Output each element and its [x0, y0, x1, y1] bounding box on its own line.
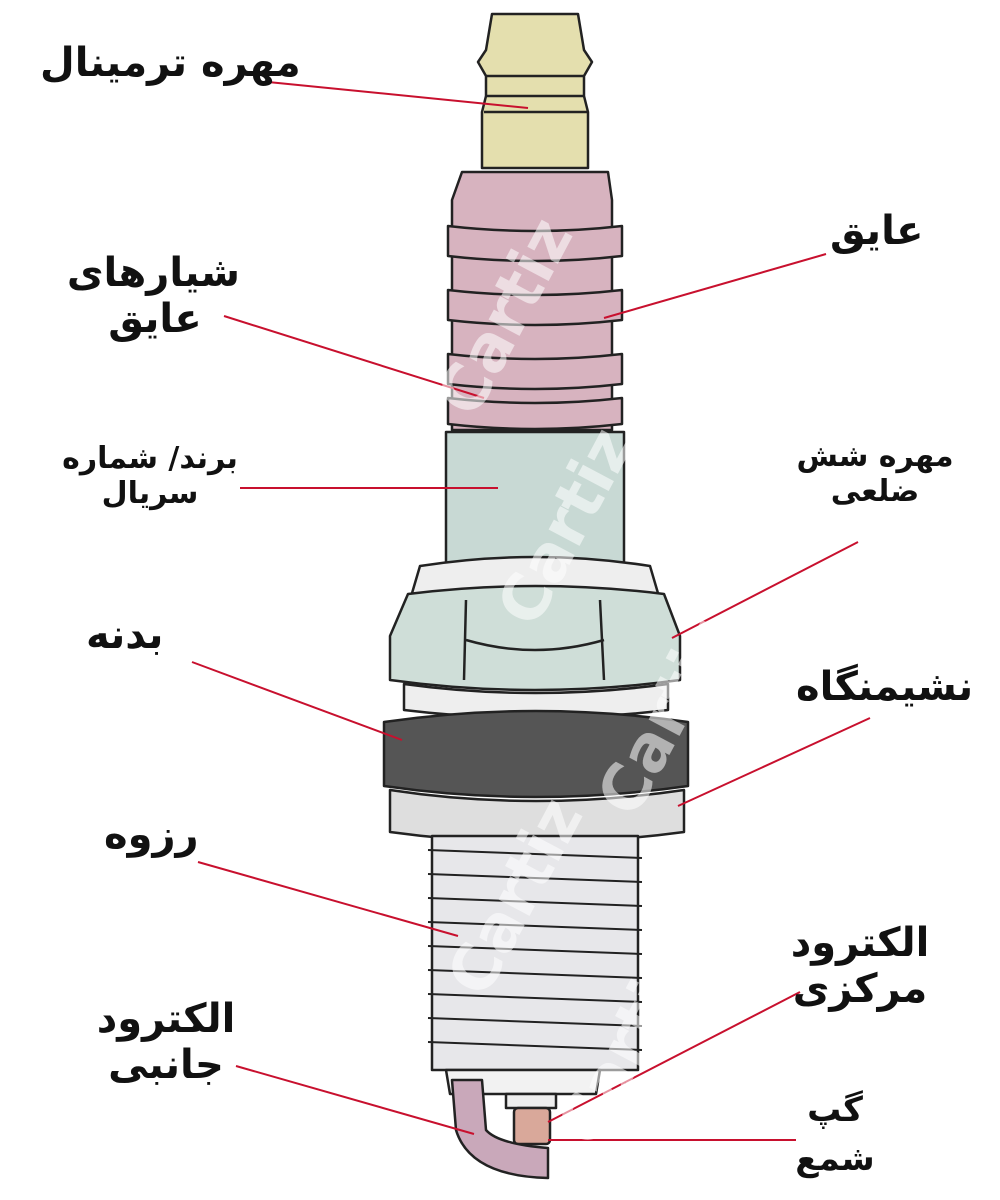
leader-terminal-nut [267, 81, 529, 109]
leader-lines [191, 81, 871, 1141]
leader-hex-nut [671, 541, 859, 639]
ground-electrode-shape [450, 1078, 550, 1180]
label-brand-serial: برند/ شماره سریال [62, 441, 238, 511]
label-insulator: عایق [830, 208, 924, 254]
leader-center-electrode [547, 991, 801, 1123]
thread-shape [427, 834, 643, 1072]
label-thread: رزوه [104, 812, 199, 858]
brand-serial-shape [444, 430, 626, 566]
label-insulator-ribs: شیارهای عایق [66, 250, 240, 342]
leader-body [191, 661, 403, 741]
label-ground-electrode: الکترود جانبی [96, 996, 236, 1088]
label-body: بدنه [86, 612, 164, 658]
terminal-nut-shape [476, 12, 594, 170]
leader-insulator [603, 253, 827, 319]
body-ring-shape [382, 709, 690, 799]
label-center-electrode: الکترود مرکزی [790, 920, 930, 1012]
label-gap: گپ شمع [795, 1090, 875, 1180]
leader-seat [677, 717, 871, 807]
label-hex-nut: مهره شش ضلعی [796, 439, 954, 509]
leader-insulator-ribs [223, 315, 485, 399]
leader-thread [197, 861, 459, 937]
insulator-shape [446, 170, 624, 432]
leader-ground-electrode [235, 1065, 475, 1135]
label-terminal-nut: مهره ترمینال [40, 40, 301, 86]
hex-nut-shape [388, 584, 682, 692]
center-electrode-shape [504, 1092, 558, 1146]
tip-shape [444, 1068, 602, 1096]
label-seat: نشیمنگاه [796, 664, 974, 710]
